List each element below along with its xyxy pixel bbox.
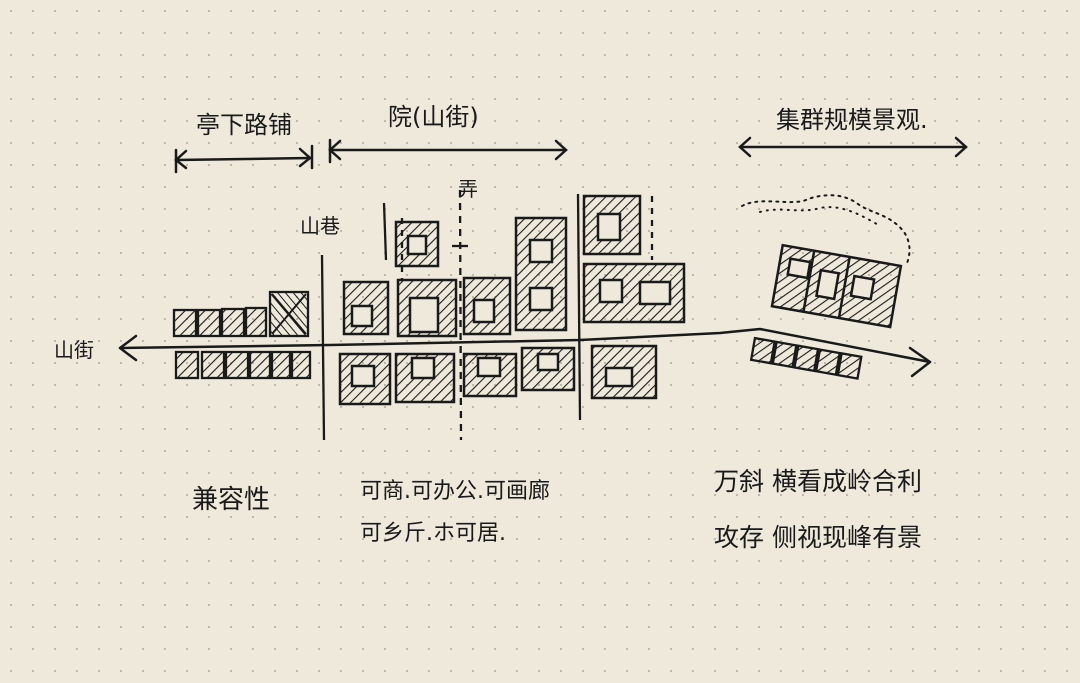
lane-lines: [320, 189, 654, 441]
note-bottom-middle-line1: 可商.可办公.可画廊: [360, 479, 550, 504]
tree-canopy-inner: [759, 206, 881, 227]
label-top-right: 集群规模景观.: [776, 106, 928, 134]
label-top-left: 亭下路铺: [196, 111, 292, 139]
dimension-arrow-middle: [328, 138, 568, 164]
label-alley-left: 山巷: [300, 214, 340, 238]
note-bottom-right-line2: 攻存 侧视现峰有景: [714, 523, 922, 552]
courtyard-blocks-south: [338, 344, 658, 406]
dimension-arrow-left: [174, 144, 314, 174]
note-bottom-left: 兼容性: [192, 485, 270, 515]
hillside-strip: [749, 336, 863, 380]
label-top-middle: 院(山街): [388, 103, 479, 131]
hillside-cluster: [770, 243, 903, 329]
label-street: 山街: [54, 338, 94, 362]
note-bottom-right-line1: 万斜 横看成岭合利: [714, 467, 922, 496]
note-bottom-middle-line2: 可乡斤.ホ可居.: [360, 521, 506, 546]
street-arrow: [118, 327, 932, 378]
dimension-arrow-right: [738, 136, 968, 158]
courtyard-blocks-north: [342, 194, 686, 338]
tree-canopy: [741, 194, 911, 267]
left-shops-south: [174, 350, 312, 380]
left-pavilion-cross: [271, 293, 307, 335]
label-alley-right: 弄: [458, 177, 478, 201]
